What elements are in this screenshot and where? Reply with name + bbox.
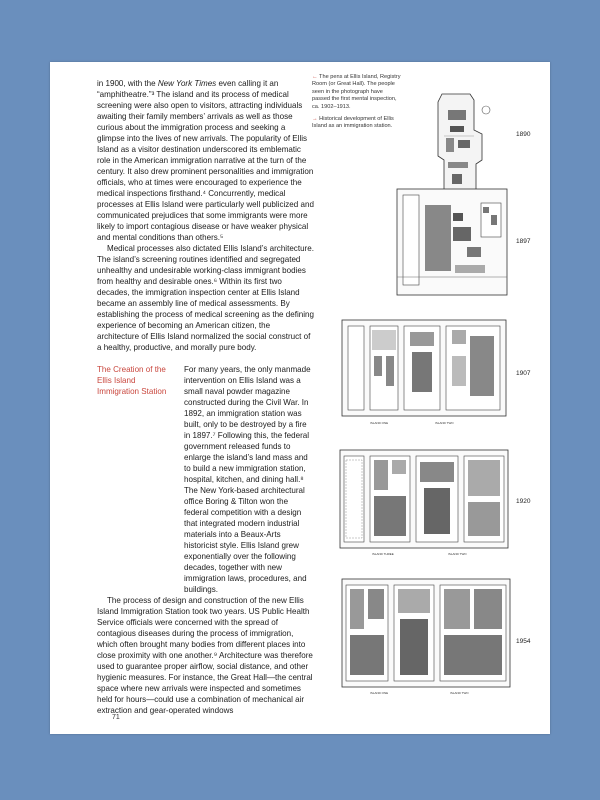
site-plan-1920: ISLAND THREE ISLAND TWO: [339, 449, 509, 556]
section-paragraph-1: For many years, the only manmade interve…: [184, 365, 311, 594]
main-text-column: in 1900, with the New York Times even ca…: [97, 78, 314, 716]
year-label-1897: 1897: [516, 238, 531, 245]
svg-text:ISLAND THREE: ISLAND THREE: [372, 552, 394, 556]
arrow-right-icon: →: [312, 116, 318, 123]
section-block: The Creation of the Ellis Island Immigra…: [97, 364, 314, 595]
svg-text:ISLAND TWO: ISLAND TWO: [448, 552, 467, 556]
year-label-1890: 1890: [516, 131, 531, 138]
paragraph-1-run: in 1900, with the: [97, 79, 158, 88]
caption-plans: → Historical development of Ellis Island…: [312, 116, 402, 131]
paragraph-2-run: Medical processes also dictated Ellis Is…: [97, 244, 314, 352]
book-page: in 1900, with the New York Times even ca…: [50, 62, 550, 734]
page-number: 71: [112, 714, 120, 721]
svg-text:ISLAND TWO: ISLAND TWO: [435, 421, 454, 425]
svg-text:ISLAND ONE: ISLAND ONE: [370, 421, 388, 425]
caption-plans-text: Historical development of Ellis Island a…: [312, 116, 394, 130]
site-plan-1897: [396, 188, 508, 296]
site-plan-1890: [437, 93, 491, 197]
caption-photo-text: The pens at Ellis Island, Registry Room …: [312, 74, 401, 110]
paragraph-1: in 1900, with the New York Times even ca…: [97, 78, 314, 243]
site-plan-1907: ISLAND ONE ISLAND TWO: [341, 319, 507, 425]
year-label-1920: 1920: [516, 498, 531, 505]
section-subhead: The Creation of the Ellis Island Immigra…: [97, 365, 167, 396]
arrow-left-icon: ←: [312, 74, 318, 80]
paragraph-2: Medical processes also dictated Ellis Is…: [97, 243, 314, 353]
year-label-1954: 1954: [516, 638, 531, 645]
caption-photo: ← The pens at Ellis Island, Registry Roo…: [312, 74, 402, 111]
year-label-1907: 1907: [516, 370, 531, 377]
site-plan-1954: ISLAND ONE ISLAND TWO: [341, 578, 511, 695]
figure-captions: ← The pens at Ellis Island, Registry Roo…: [312, 74, 402, 136]
svg-text:ISLAND TWO: ISLAND TWO: [450, 691, 469, 695]
section-paragraph-2: The process of design and construction o…: [97, 596, 313, 715]
paragraph-1-run: even calling it an “amphitheatre.”³ The …: [97, 79, 314, 242]
svg-text:ISLAND ONE: ISLAND ONE: [370, 691, 388, 695]
paragraph-1-run: New York Times: [157, 79, 217, 88]
